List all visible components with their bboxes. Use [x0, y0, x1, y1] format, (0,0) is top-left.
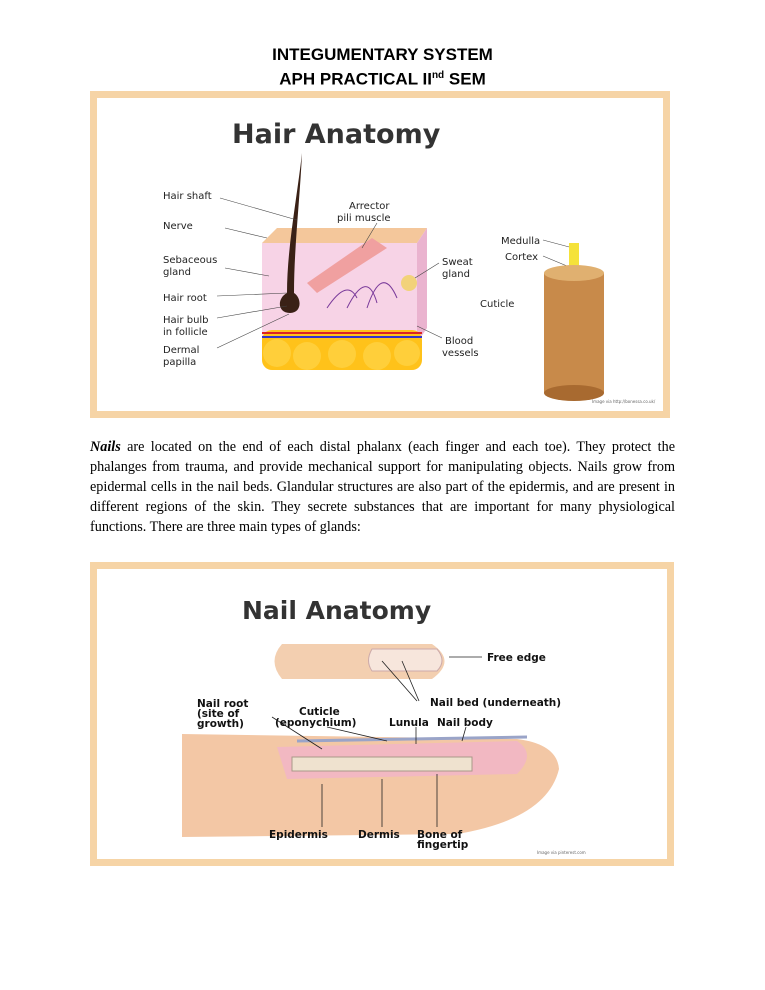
label-nail-bed: Nail bed (underneath) — [430, 697, 561, 709]
label-hair-shaft: Hair shaft — [163, 191, 212, 202]
label-epidermis: Epidermis — [269, 829, 328, 841]
label-hair-root: Hair root — [163, 293, 207, 304]
label-dermal-papilla: Dermal — [163, 345, 199, 356]
nails-paragraph: Nails are located on the end of each dis… — [90, 437, 675, 537]
nail-top — [368, 648, 443, 672]
image-credit-2: Image via pinterest.com — [537, 850, 586, 855]
label-cortex: Cortex — [505, 252, 538, 263]
label-dermal-papilla-2: papilla — [163, 357, 196, 368]
label-arrector-2: pili muscle — [337, 213, 391, 224]
label-hair-bulb: Hair bulb — [163, 315, 209, 326]
label-medulla: Medulla — [501, 236, 540, 247]
label-free-edge: Free edge — [487, 652, 546, 664]
arrector-muscle — [307, 238, 387, 293]
title-text: APH PRACTICAL II — [279, 69, 432, 89]
label-nail-root: Nail root — [197, 698, 248, 710]
figure-title: Hair Anatomy — [232, 119, 441, 150]
hair-anatomy-diagram: Hair Anatomy Hair shaft Nerve Sebaceous … — [163, 119, 656, 404]
title-superscript: nd — [431, 70, 445, 81]
label-cuticle-2: (eponychium) — [275, 717, 356, 729]
label-sebaceous-2: gland — [163, 267, 191, 278]
label-nerve: Nerve — [163, 221, 193, 232]
paragraph-text: are located on the end of each distal ph… — [90, 439, 675, 535]
label-arrector: Arrector — [349, 201, 390, 212]
label-blood-vessels-2: vessels — [442, 348, 479, 359]
figure-title-2: Nail Anatomy — [242, 596, 431, 625]
label-nail-root-2: (site of — [197, 708, 240, 720]
sweat-gland — [401, 275, 417, 291]
label-cuticle: Cuticle — [480, 299, 514, 310]
image-credit: Image via http://bonessa.co.uk/ — [592, 399, 656, 404]
label-bone: Bone of — [417, 829, 463, 841]
label-lunula: Lunula — [389, 717, 429, 729]
hair-shaft — [279, 153, 302, 313]
title-line-2: APH PRACTICAL IInd SEM — [0, 65, 765, 90]
label-sweat-gland-2: gland — [442, 269, 470, 280]
cortex-top — [544, 265, 604, 281]
label-sebaceous: Sebaceous — [163, 255, 217, 266]
bone — [291, 756, 473, 772]
paragraph-lead: Nails — [90, 439, 121, 455]
label-nail-root-3: growth) — [197, 718, 244, 730]
nail-anatomy-figure: Nail Anatomy Free edge Nail bed (underne… — [90, 562, 674, 866]
skin-side — [417, 228, 427, 343]
nail-anatomy-diagram: Nail Anatomy Free edge Nail bed (underne… — [182, 596, 586, 855]
label-hair-bulb-2: in follicle — [163, 327, 208, 338]
nail-body — [296, 735, 528, 743]
label-bone-2: fingertip — [417, 839, 469, 851]
label-dermis: Dermis — [358, 829, 400, 841]
title-line-1: INTEGUMENTARY SYSTEM — [272, 45, 493, 64]
label-sweat-gland: Sweat — [442, 257, 473, 268]
hair-cylinder — [544, 273, 604, 393]
epidermis-top — [262, 228, 427, 243]
page-title: INTEGUMENTARY SYSTEM APH PRACTICAL IInd … — [0, 44, 765, 90]
label-cuticle: Cuticle — [299, 706, 340, 718]
title-text-suffix: SEM — [444, 69, 486, 89]
label-nail-body: Nail body — [437, 717, 493, 729]
hair-anatomy-figure: Hair Anatomy Hair shaft Nerve Sebaceous … — [90, 91, 670, 418]
label-blood-vessels: Blood — [445, 336, 473, 347]
medulla — [569, 243, 579, 273]
